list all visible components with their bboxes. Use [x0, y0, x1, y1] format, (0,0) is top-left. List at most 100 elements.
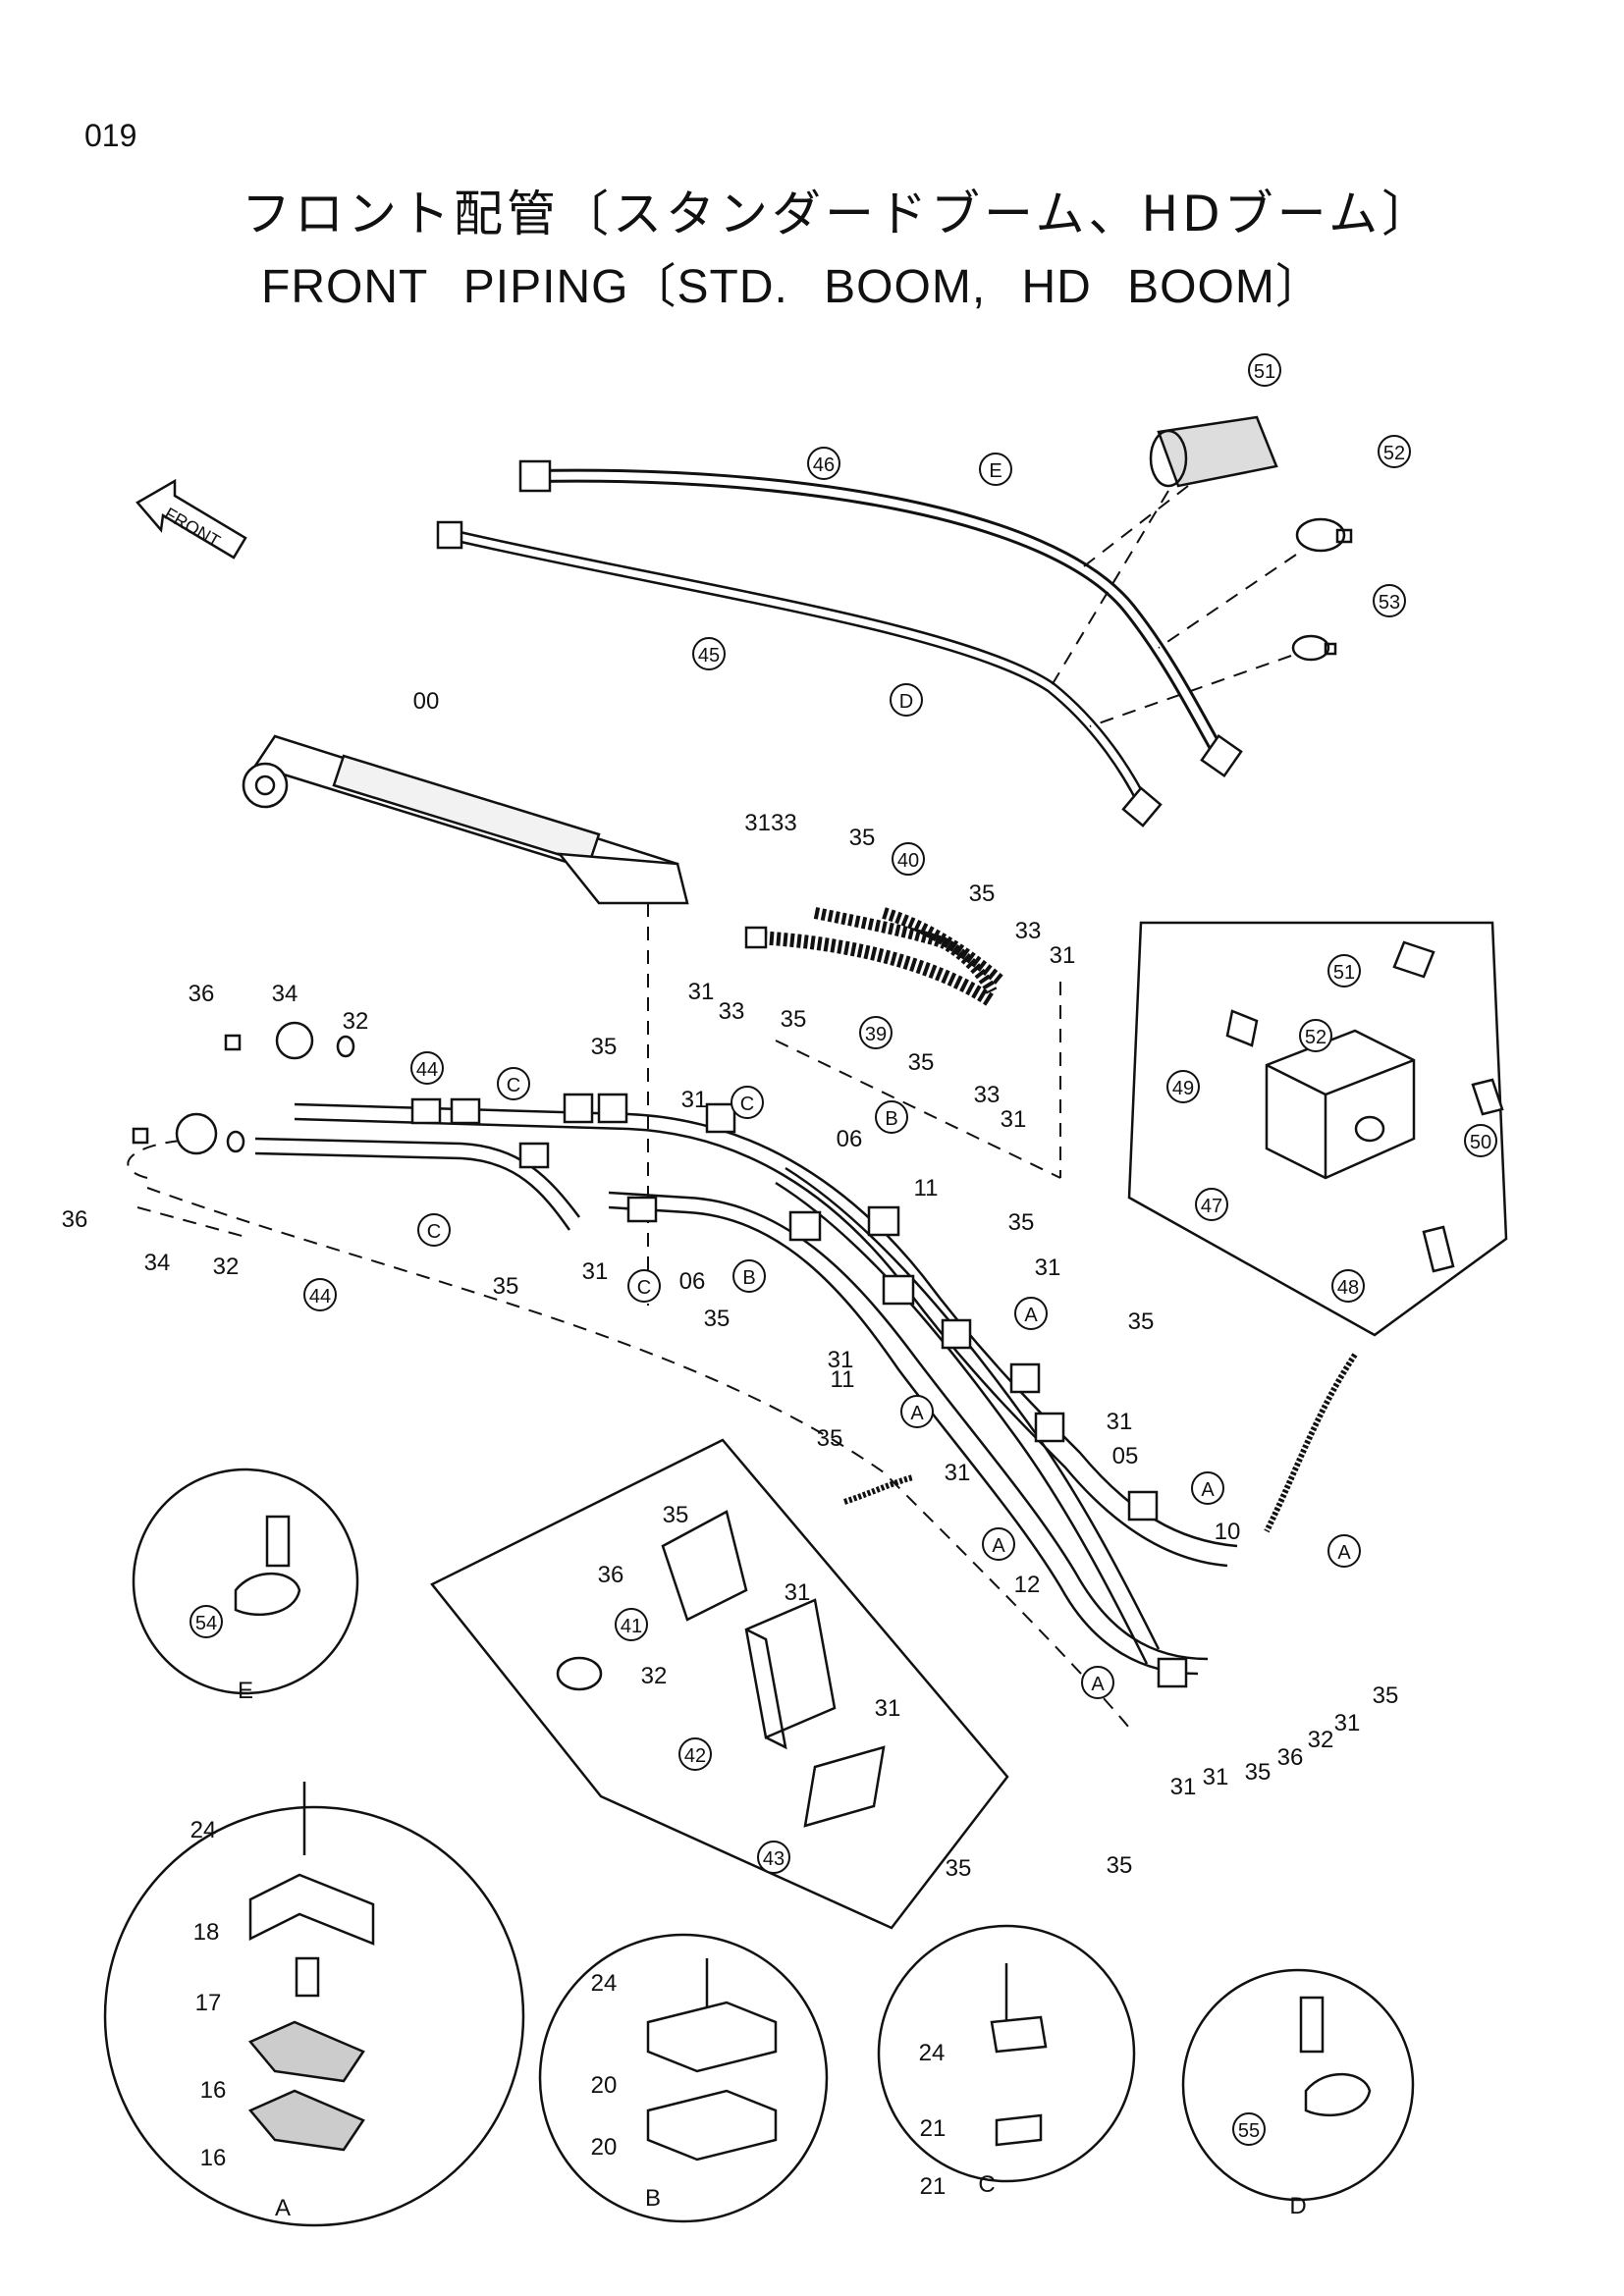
- callout-text: 31: [945, 1460, 971, 1486]
- page-number: 019: [84, 118, 137, 153]
- callout-text: D: [899, 691, 913, 713]
- callout-circle: [1195, 1188, 1228, 1221]
- callout-text: 16: [200, 2145, 227, 2171]
- callout-45: 45: [692, 637, 726, 670]
- callout-text: 36: [62, 1206, 88, 1233]
- callout-12: 12: [1014, 1572, 1041, 1598]
- callout-text: 35: [908, 1049, 935, 1076]
- callout-text: A: [1201, 1479, 1215, 1501]
- callout-54: 54: [189, 1605, 223, 1638]
- callout-A: A: [900, 1395, 934, 1428]
- title-english: FRONT PIPING〔STD. BOOM, HD BOOM〕: [261, 261, 1324, 313]
- callout-35: 35: [1107, 1852, 1133, 1879]
- callout-35: 35: [946, 1855, 972, 1882]
- callout-text: 51: [1254, 361, 1275, 383]
- callout-35: 35: [1373, 1682, 1399, 1709]
- callout-35: 35: [849, 825, 876, 851]
- callout-circle: [1014, 1297, 1048, 1330]
- callout-text: 35: [1107, 1852, 1133, 1879]
- callout-D: D: [1289, 2193, 1306, 2219]
- callout-text: 20: [591, 2072, 618, 2099]
- callout-A: A: [1014, 1297, 1048, 1330]
- callout-circle: [627, 1269, 661, 1303]
- callout-35: 35: [663, 1502, 689, 1528]
- callout-text: 35: [591, 1034, 618, 1060]
- callout-circle: [692, 637, 726, 670]
- callout-text: 53: [1379, 592, 1400, 614]
- callout-text: D: [1289, 2193, 1306, 2219]
- callout-21: 21: [920, 2115, 947, 2142]
- callout-35: 35: [493, 1273, 519, 1300]
- callout-C: C: [627, 1269, 661, 1303]
- callout-circle: [1327, 954, 1361, 988]
- callout-35: 35: [908, 1049, 935, 1076]
- callout-16: 16: [200, 2145, 227, 2171]
- callout-text: 33: [974, 1082, 1001, 1108]
- callout-text: 20: [591, 2134, 618, 2161]
- callout-40: 40: [892, 842, 925, 876]
- callout-text: 35: [849, 825, 876, 851]
- callout-50: 50: [1464, 1124, 1497, 1157]
- callout-E: E: [979, 453, 1012, 486]
- callout-circle: [875, 1100, 908, 1134]
- inset-block-41-42-43: [430, 1438, 1009, 1930]
- callout-31: 31: [945, 1460, 971, 1486]
- callout-35: 35: [1245, 1759, 1272, 1786]
- callout-text: 52: [1383, 443, 1405, 464]
- callout-text: 06: [837, 1126, 863, 1152]
- callout-text: 06: [679, 1268, 706, 1295]
- callout-53: 53: [1373, 584, 1406, 617]
- callout-text: 45: [698, 645, 720, 667]
- callout-C: C: [731, 1086, 764, 1119]
- callout-text: 32: [213, 1254, 240, 1280]
- callout-34: 34: [144, 1250, 171, 1276]
- callout-35: 35: [1128, 1308, 1155, 1335]
- callout-circle: [410, 1051, 444, 1085]
- callout-A: A: [1327, 1534, 1361, 1568]
- callout-39: 39: [859, 1016, 893, 1049]
- callout-text: 32: [1308, 1727, 1334, 1753]
- callout-49: 49: [1166, 1070, 1200, 1103]
- callout-text: 36: [598, 1562, 624, 1588]
- installation-leader-lines: [127, 485, 1297, 1729]
- hose-40: [813, 907, 1005, 994]
- callout-text: 35: [1245, 1759, 1272, 1786]
- callout-36: 36: [62, 1206, 88, 1233]
- callout-text: 00: [413, 688, 440, 715]
- callout-text: 35: [493, 1273, 519, 1300]
- callout-circle: [807, 447, 840, 480]
- callout-17: 17: [195, 1990, 222, 2016]
- callout-text: 32: [641, 1663, 668, 1689]
- callout-05: 05: [1112, 1443, 1139, 1469]
- callout-text: 52: [1305, 1027, 1326, 1048]
- callout-text: 35: [704, 1306, 731, 1332]
- callout-circle: [1373, 584, 1406, 617]
- callout-text: 16: [200, 2077, 227, 2104]
- callout-31: 31: [875, 1695, 901, 1722]
- callout-31: 31: [1050, 942, 1076, 969]
- detail-c-circle: [877, 1924, 1136, 2183]
- callout-31: 31: [1035, 1255, 1061, 1281]
- callout-text: 35: [663, 1502, 689, 1528]
- callout-42: 42: [678, 1737, 712, 1771]
- callout-text: 35: [1008, 1209, 1035, 1236]
- callout-circle: [417, 1213, 451, 1247]
- hose-protector-51: [1149, 415, 1278, 488]
- callout-20: 20: [591, 2072, 618, 2099]
- callout-circle: [731, 1086, 764, 1119]
- callout-31: 31: [681, 1087, 708, 1113]
- callout-text: A: [992, 1535, 1005, 1557]
- callout-text: 24: [591, 1970, 618, 1997]
- callout-text: 32: [343, 1008, 369, 1035]
- callout-text: 31: [1203, 1764, 1229, 1790]
- callout-circle: [189, 1605, 223, 1638]
- callout-11: 11: [914, 1175, 939, 1201]
- callout-circle: [615, 1608, 648, 1641]
- callout-A: A: [1191, 1471, 1224, 1505]
- callout-text: 05: [1112, 1443, 1139, 1469]
- callout-C: C: [417, 1213, 451, 1247]
- clamp-52: [1295, 517, 1353, 553]
